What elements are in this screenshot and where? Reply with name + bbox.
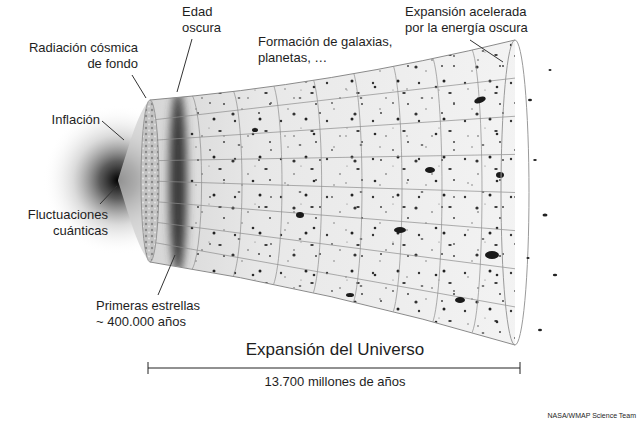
stage-label: Expansión acelerada por la energía oscur…	[405, 4, 535, 35]
funnel	[43, 30, 557, 360]
axis-label: 13.700 millones de años	[235, 374, 435, 390]
time-bracket	[148, 362, 520, 374]
leader-lines	[100, 39, 503, 295]
stage-label: Edad oscura	[182, 4, 242, 35]
stage-label: Inflación	[40, 112, 100, 128]
stage-label: Fluctuaciones cuánticas	[4, 207, 108, 238]
stage-label: Formación de galaxias, planetas, …	[258, 34, 418, 65]
stage-label: Primeras estrellas ~ 400.000 años	[96, 298, 208, 329]
stage-label: Radiación cósmica de fondo	[18, 40, 138, 71]
axis-title: Expansión del Universo	[200, 340, 470, 360]
credit-label: NASA/WMAP Science Team	[528, 412, 636, 420]
